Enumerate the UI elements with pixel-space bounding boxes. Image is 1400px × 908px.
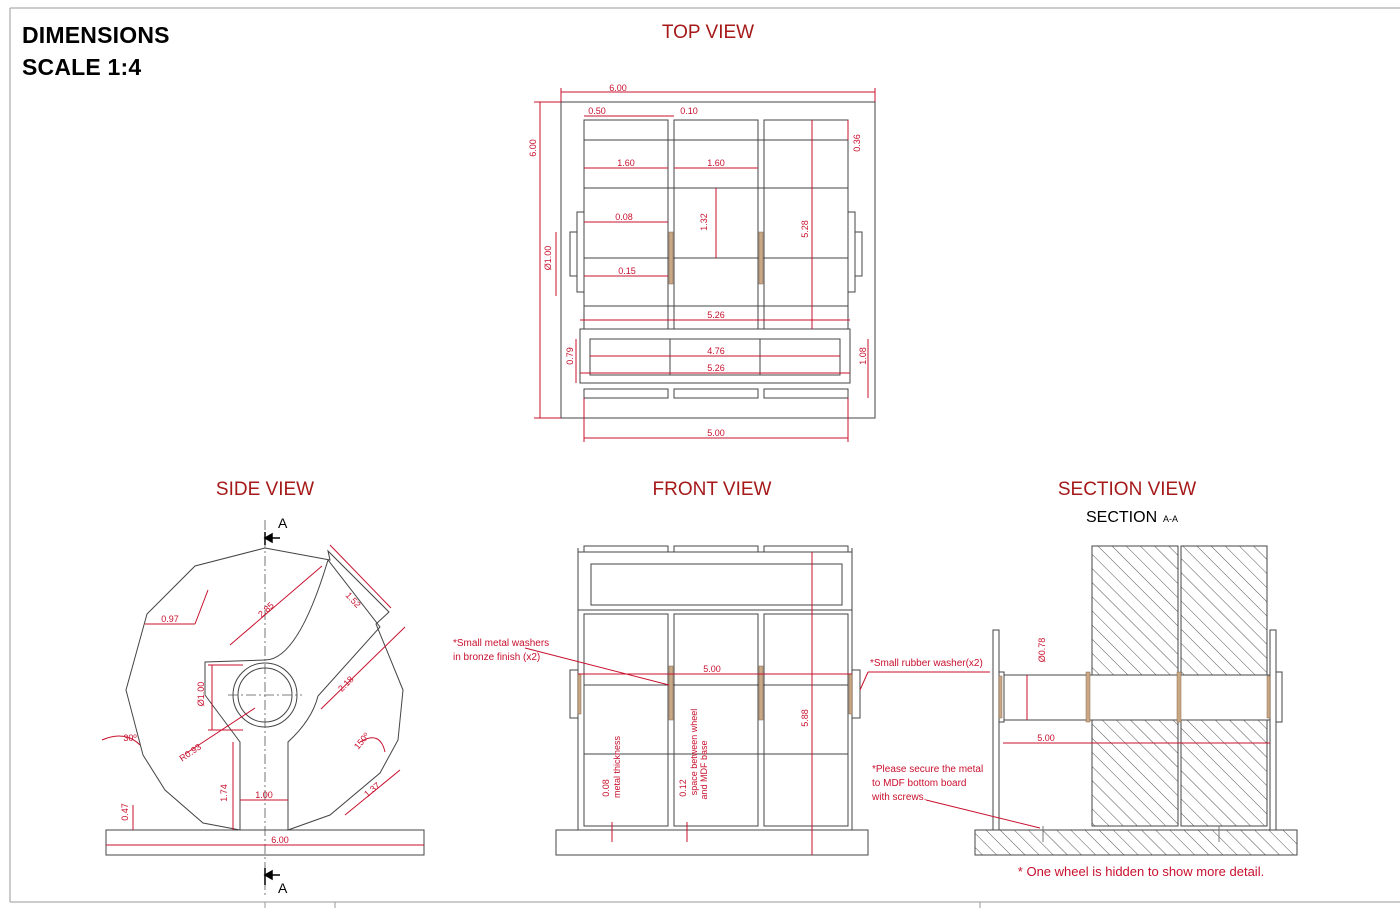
- dim-top-160a: 1.60: [617, 158, 635, 168]
- top-view-title: TOP VIEW: [662, 22, 754, 43]
- note-secure-metal: *Please secure the metal: [872, 764, 983, 775]
- dim-side-phi100: Ø1.00: [196, 682, 206, 707]
- dim-side-137: 1.37: [362, 780, 382, 799]
- section-washers: [998, 671, 1271, 723]
- dim-front-500: 5.00: [703, 664, 721, 674]
- dim-side-150deg: 150º: [352, 730, 372, 751]
- dim-front-space1: space between wheel: [689, 709, 699, 796]
- sheet-border: [9, 7, 1400, 908]
- dim-top-476: 4.76: [707, 346, 725, 356]
- dim-top-width: 6.00: [609, 83, 627, 93]
- side-view-centerlines: [228, 520, 302, 895]
- note-bronze-finish: in bronze finish (x2): [453, 652, 540, 663]
- drawing-scale: SCALE 1:4: [22, 54, 142, 80]
- section-screws: [1042, 826, 1220, 842]
- front-view-dimension-text: 5.00 5.88 0.08 metal thickness 0.12 spac…: [601, 664, 810, 800]
- dim-front-012: 0.12: [678, 779, 688, 797]
- dim-side-100: 1.00: [255, 790, 273, 800]
- dim-top-015: 0.15: [618, 266, 636, 276]
- side-view-gear-outline: [125, 547, 404, 831]
- dim-side-285: 2.85: [256, 600, 276, 619]
- dim-top-phi100: Ø1.00: [543, 246, 553, 271]
- dim-top-108: 1.08: [858, 347, 868, 365]
- dim-side-047: 0.47: [120, 803, 130, 821]
- front-view: 5.00 5.88 0.08 metal thickness 0.12 spac…: [453, 545, 990, 856]
- note-hidden-wheel: * One wheel is hidden to show more detai…: [1018, 864, 1264, 879]
- drawing-title: DIMENSIONS: [22, 22, 170, 48]
- dim-section-phi078: Ø0.78: [1037, 638, 1047, 663]
- section-base-hatched: [974, 829, 1298, 856]
- front-view-dimension-lines: [524, 552, 990, 855]
- section-mark-top: A: [278, 515, 288, 531]
- front-view-notes: *Small metal washers in bronze finish (x…: [453, 638, 983, 669]
- front-view-outline: [555, 545, 869, 856]
- top-view-dimension-lines: [534, 88, 876, 442]
- dim-top-008: 0.08: [615, 212, 633, 222]
- dim-side-174: 1.74: [219, 784, 229, 802]
- top-view: 6.00 6.00 0.50 0.10 0.36 1.60 1.60 0.08 …: [528, 83, 876, 442]
- top-view-outline: [560, 101, 876, 419]
- section-view-title: SECTION VIEW: [1058, 479, 1196, 500]
- dim-side-097: 0.97: [161, 614, 179, 624]
- section-notes: *Please secure the metal to MDF bottom b…: [871, 764, 983, 803]
- dim-top-height: 6.00: [528, 139, 538, 157]
- section-axle: [1002, 674, 1271, 721]
- top-view-dimension-text: 6.00 6.00 0.50 0.10 0.36 1.60 1.60 0.08 …: [528, 83, 868, 438]
- dim-side-218: 2.18: [336, 674, 355, 693]
- side-view-title: SIDE VIEW: [216, 479, 314, 500]
- dim-front-008: 0.08: [601, 779, 611, 797]
- dim-top-526b: 5.26: [707, 363, 725, 373]
- dim-side-r093: R0.93: [178, 742, 204, 764]
- dim-side-600: 6.00: [271, 835, 289, 845]
- dim-top-036: 0.36: [852, 134, 862, 152]
- dim-top-526a: 5.26: [707, 310, 725, 320]
- dim-side-152: 1.52: [344, 590, 363, 610]
- dim-top-050: 0.50: [588, 106, 606, 116]
- section-dimension-text: Ø0.78 5.00: [1037, 638, 1055, 743]
- dim-top-079: 0.79: [565, 347, 575, 365]
- dim-section-500: 5.00: [1037, 733, 1055, 743]
- dim-top-010: 0.10: [680, 106, 698, 116]
- dim-top-160b: 1.60: [707, 158, 725, 168]
- dim-front-588: 5.88: [800, 709, 810, 727]
- dim-front-metal-thickness: metal thickness: [612, 735, 622, 798]
- dim-front-space2: and MDF base: [699, 740, 709, 799]
- side-view: A A 0.97 2.85 1.52 2.18 Ø1.00 R0.: [101, 515, 425, 896]
- dim-top-500: 5.00: [707, 428, 725, 438]
- section-view: Ø0.78 5.00 *Please secure the metal to M…: [871, 545, 1298, 879]
- dim-side-30deg: 30º: [123, 733, 137, 743]
- section-subtitle-label: A-A: [1163, 514, 1178, 524]
- dim-top-528: 5.28: [800, 220, 810, 238]
- note-metal-washers: *Small metal washers: [453, 638, 549, 649]
- top-view-washers: [668, 231, 764, 285]
- side-view-dimension-lines: [101, 544, 424, 846]
- section-cut-marks: [263, 532, 280, 885]
- note-with-screws: with screws.: [871, 792, 926, 803]
- section-subtitle: SECTION: [1086, 509, 1157, 526]
- front-view-title: FRONT VIEW: [653, 479, 772, 500]
- section-dimension-lines: [925, 675, 1270, 829]
- section-mark-bottom: A: [278, 880, 288, 896]
- note-rubber-washer: *Small rubber washer(x2): [870, 658, 983, 669]
- note-mdf-board: to MDF bottom board: [872, 778, 966, 789]
- dim-top-132: 1.32: [699, 213, 709, 231]
